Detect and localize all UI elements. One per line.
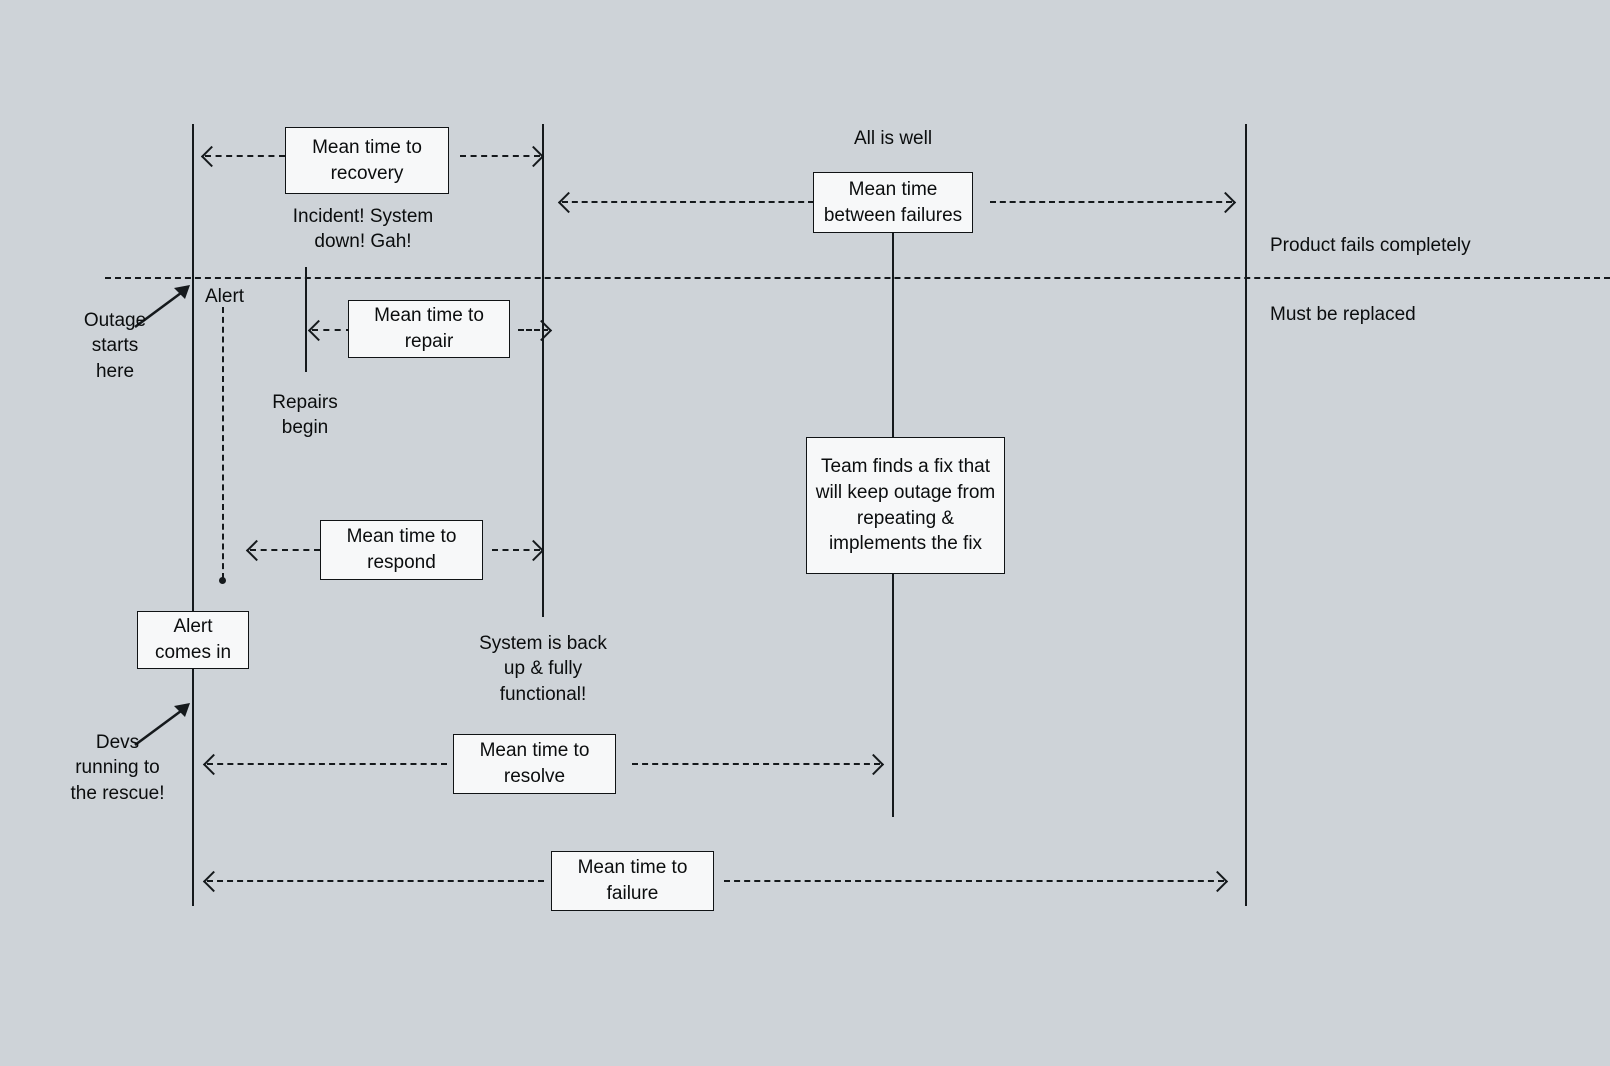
timeline-system-restored	[542, 124, 544, 617]
arrow-mean-time-to-respond-right	[492, 539, 545, 562]
label-incident: Incident! System down! Gah!	[292, 206, 434, 253]
arrow-mtbf-right	[990, 191, 1237, 214]
arrow-mean-time-to-recovery-left	[200, 145, 285, 168]
box-mean-time-to-failure-label: Mean time to failure	[577, 857, 688, 904]
box-mean-time-between-failures: Mean time between failures	[813, 172, 973, 233]
devs-running-pointer-icon	[134, 703, 190, 747]
arrow-mean-time-to-respond-left	[245, 539, 320, 562]
timeline-product-fails	[1245, 124, 1247, 906]
timeline-repairs-begin	[305, 267, 307, 372]
box-team-finds-a-fix-label: Team finds a fix that will keep outage f…	[815, 456, 996, 555]
state-divider-line	[105, 277, 1610, 279]
box-mean-time-to-respond: Mean time to respond	[320, 520, 483, 580]
label-outage-starts-here: Outage starts here	[83, 310, 147, 382]
box-mean-time-to-resolve-label: Mean time to resolve	[479, 740, 590, 787]
box-mean-time-to-recovery-label: Mean time to recovery	[312, 136, 422, 184]
arrow-mtbf-left	[557, 191, 814, 214]
arrow-mean-time-to-recovery-right	[460, 145, 545, 168]
label-repairs-begin: Repairs begin	[272, 392, 338, 439]
label-all-is-well: All is well	[853, 128, 933, 149]
box-mean-time-to-resolve: Mean time to resolve	[453, 734, 616, 794]
timeline-outage-start	[192, 124, 194, 906]
arrow-mean-time-to-repair-left	[307, 319, 352, 342]
label-system-back-up: System is back up & fully functional!	[479, 633, 607, 705]
label-devs-running: Devs running to the rescue!	[70, 732, 165, 804]
box-alert-comes-in-label: Alert comes in	[154, 616, 232, 663]
alert-dot	[219, 577, 226, 584]
arrow-mean-time-to-resolve-left	[202, 753, 447, 776]
arrow-mean-time-to-failure-right	[724, 870, 1229, 893]
box-mean-time-to-respond-label: Mean time to respond	[346, 526, 457, 573]
box-mean-time-to-failure: Mean time to failure	[551, 851, 714, 911]
box-mean-time-to-recovery: Mean time to recovery	[285, 127, 449, 194]
box-mean-time-to-repair-label: Mean time to repair	[374, 305, 484, 352]
box-mean-time-to-repair: Mean time to repair	[348, 300, 510, 358]
box-alert-comes-in: Alert comes in	[137, 611, 249, 669]
box-mean-time-between-failures-label: Mean time between failures	[823, 178, 963, 226]
arrow-mean-time-to-resolve-right	[632, 753, 885, 776]
label-product-fails-completely: Product fails completely	[1270, 235, 1471, 256]
arrow-mean-time-to-failure-left	[202, 870, 544, 893]
label-alert: Alert	[205, 286, 245, 307]
outage-starts-pointer-icon	[134, 285, 190, 329]
timeline-alert-dotted	[222, 307, 224, 579]
arrow-mean-time-to-repair-right	[518, 319, 553, 342]
box-team-finds-a-fix: Team finds a fix that will keep outage f…	[806, 437, 1005, 574]
label-must-be-replaced: Must be replaced	[1270, 304, 1416, 325]
